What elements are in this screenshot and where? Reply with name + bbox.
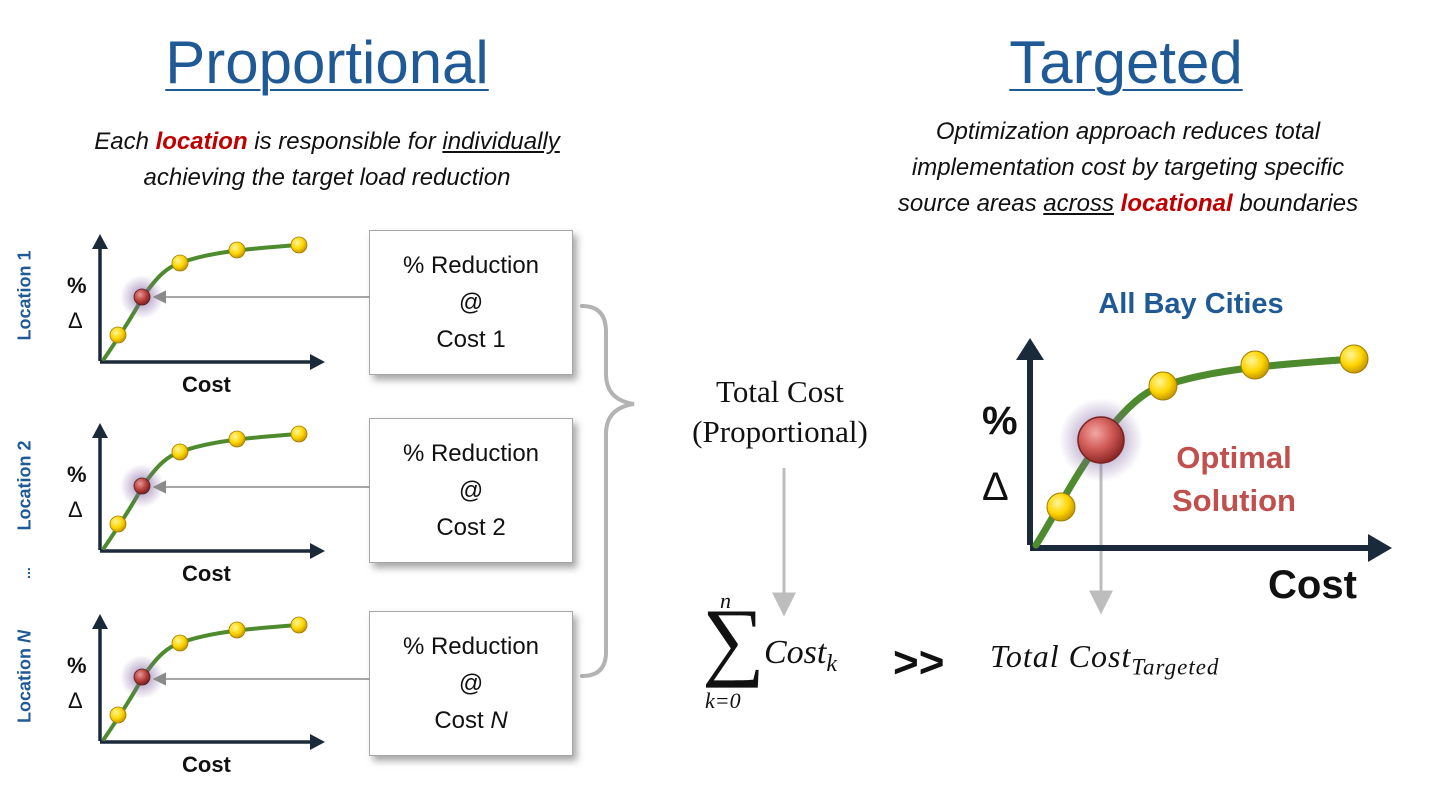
mini-chart-location-2: % Δ Cost	[67, 423, 325, 586]
mini-x-label-cost: Cost	[182, 752, 232, 777]
mini-data-point	[290, 425, 308, 443]
mini-x-axis-arrowhead	[310, 354, 325, 370]
mini-data-point	[290, 236, 308, 254]
total-line: Total Cost	[716, 374, 844, 409]
mini-y-label-percent: %	[67, 462, 87, 487]
desc-emphasis-location: location	[155, 128, 248, 155]
mini-data-point	[228, 621, 246, 639]
desc-text: Each	[94, 128, 156, 155]
desc-text: is responsible for	[247, 128, 443, 155]
mini-data-point	[228, 430, 246, 448]
box-line: % Reduction	[402, 633, 540, 660]
mini-x-label-cost: Cost	[182, 561, 232, 586]
total-line: (Proportional)	[692, 414, 868, 449]
mini-x-axis-arrowhead	[310, 734, 325, 750]
targeted-description: Optimization approach reduces total impl…	[898, 114, 1358, 222]
mini-data-point	[171, 443, 189, 461]
data-point	[1240, 350, 1270, 380]
mini-y-label-percent: %	[67, 653, 87, 678]
desc-emphasis-locational: locational	[1120, 190, 1233, 217]
optimal-line: Solution	[1172, 483, 1296, 518]
total-cost-proportional-label: Total Cost (Proportional)	[692, 372, 868, 452]
optimal-line: Optimal	[1176, 440, 1292, 475]
mini-x-label-cost: Cost	[182, 372, 232, 397]
mini-y-label-delta: Δ	[68, 688, 83, 713]
mini-x-axis-arrowhead	[310, 543, 325, 559]
optimal-point	[1077, 416, 1125, 464]
sum-term-text: Cost	[764, 634, 827, 671]
desc-underline-individually: individually	[442, 128, 560, 155]
y-axis-label-delta: Δ	[982, 465, 1009, 509]
optimal-solution-label: Optimal Solution	[1172, 436, 1296, 522]
desc-text: achieving the target load reduction	[143, 164, 511, 191]
cost-effectiveness-curve-icon: % Δ Cost	[67, 614, 325, 777]
data-point	[1046, 492, 1076, 522]
mini-y-axis-arrowhead	[92, 423, 108, 438]
cost-effectiveness-curve-icon: % Δ Cost	[67, 423, 325, 586]
y-axis-arrowhead	[1016, 338, 1044, 360]
y-axis-label-percent: %	[982, 399, 1018, 443]
all-bay-cities-title: All Bay Cities	[1098, 288, 1284, 320]
mini-data-point	[171, 254, 189, 272]
mini-y-label-delta: Δ	[68, 308, 83, 333]
desc-underline-across: across	[1043, 190, 1114, 217]
reduction-box-cost-1: % Reduction @ Cost 1	[369, 230, 573, 375]
sum-upper-limit: n	[720, 588, 731, 613]
targeted-total-cost: Total CostTargeted	[990, 638, 1219, 680]
targeted-term-text: Total Cost	[990, 638, 1132, 674]
mini-y-label-delta: Δ	[68, 497, 83, 522]
mini-data-point	[109, 326, 127, 344]
box-line: @	[458, 477, 484, 504]
mini-data-point	[171, 634, 189, 652]
box-line: @	[458, 289, 484, 316]
data-point	[1148, 371, 1178, 401]
mini-y-axis-arrowhead	[92, 614, 108, 629]
reduction-box-cost-2: % Reduction @ Cost 2	[369, 418, 573, 563]
much-greater-than: >>	[893, 638, 945, 687]
proportional-description: Each location is responsible for individ…	[94, 124, 560, 196]
proportional-heading: Proportional	[165, 29, 489, 96]
desc-text: source areas	[897, 190, 1044, 217]
mini-selected-point	[133, 288, 151, 306]
desc-text	[1114, 190, 1121, 217]
mini-selected-point	[133, 668, 151, 686]
mini-chart-location-1: % Δ Cost	[67, 234, 325, 397]
targeted-heading: Targeted	[1009, 29, 1243, 96]
desc-text: Optimization approach reduces total	[935, 118, 1321, 145]
box-line: Cost N	[434, 702, 507, 739]
mini-y-axis-arrowhead	[92, 234, 108, 249]
all-bay-cities-chart: % Δ Cost	[982, 338, 1392, 607]
mini-data-point	[109, 515, 127, 533]
box-italic-n: N	[490, 707, 508, 734]
x-axis-arrowhead	[1368, 534, 1392, 562]
box-line: @	[458, 670, 484, 697]
desc-text: implementation cost by targeting specifi…	[911, 154, 1345, 181]
box-line: Cost 1	[436, 326, 506, 353]
box-text: Cost	[434, 707, 491, 734]
sum-symbol: ∑	[702, 592, 765, 689]
mini-selected-point	[133, 477, 151, 495]
sum-term: Costk	[764, 634, 837, 678]
box-line: Cost 2	[436, 514, 506, 541]
box-line: % Reduction	[402, 440, 540, 467]
right-curly-brace	[580, 304, 635, 678]
mini-y-label-percent: %	[67, 273, 87, 298]
mini-data-point	[109, 706, 127, 724]
mini-data-point	[228, 241, 246, 259]
x-axis-label-cost: Cost	[1268, 563, 1357, 607]
desc-text: boundaries	[1232, 190, 1359, 217]
reduction-box-cost-n: % Reduction @ Cost N	[369, 611, 573, 756]
mini-chart-location-n: % Δ Cost	[67, 614, 325, 777]
sum-term-subscript: k	[826, 650, 838, 677]
box-line: % Reduction	[402, 252, 540, 279]
data-point	[1339, 344, 1369, 374]
sum-lower-limit: k=0	[705, 688, 741, 713]
targeted-term-subscript: Targeted	[1131, 654, 1220, 680]
cost-effectiveness-curve-icon: % Δ Cost	[67, 234, 325, 397]
mini-data-point	[290, 616, 308, 634]
